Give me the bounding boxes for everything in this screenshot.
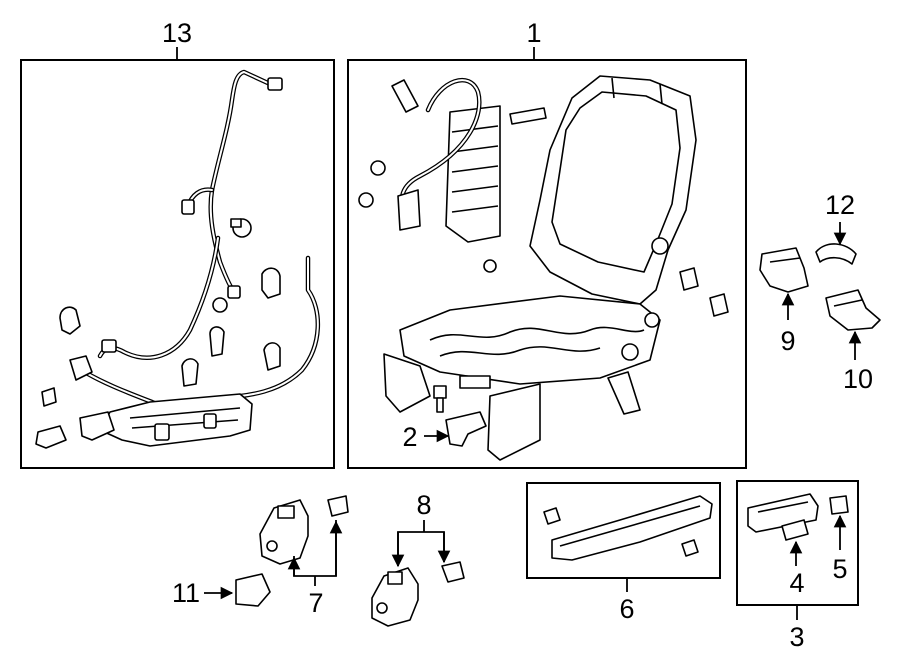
callout-2: 2 [402, 422, 417, 452]
seat-frame-box [347, 59, 747, 469]
callout-8: 8 [416, 490, 431, 520]
part-2 [445, 411, 487, 447]
callout-3: 3 [789, 622, 804, 652]
seat-frame [358, 75, 729, 461]
wiring-harness [35, 69, 320, 449]
callout-9: 9 [780, 326, 795, 356]
callout-6: 6 [619, 594, 634, 624]
part-4 [781, 519, 809, 541]
part-9 [759, 247, 809, 293]
callout-1: 1 [526, 18, 541, 48]
callout-10: 10 [843, 364, 873, 394]
callout-13: 13 [162, 18, 192, 48]
cover-box [526, 482, 721, 579]
callout-7: 7 [308, 588, 323, 618]
callout-11: 11 [172, 578, 200, 608]
part-11 [235, 573, 271, 607]
callout-4: 4 [789, 568, 804, 598]
part-10 [825, 289, 881, 331]
part-5 [829, 495, 849, 515]
callout-5: 5 [832, 554, 847, 584]
part-6 [551, 495, 713, 561]
callout-12: 12 [825, 190, 855, 220]
bracket-8 [397, 520, 445, 566]
part-12 [815, 243, 857, 265]
